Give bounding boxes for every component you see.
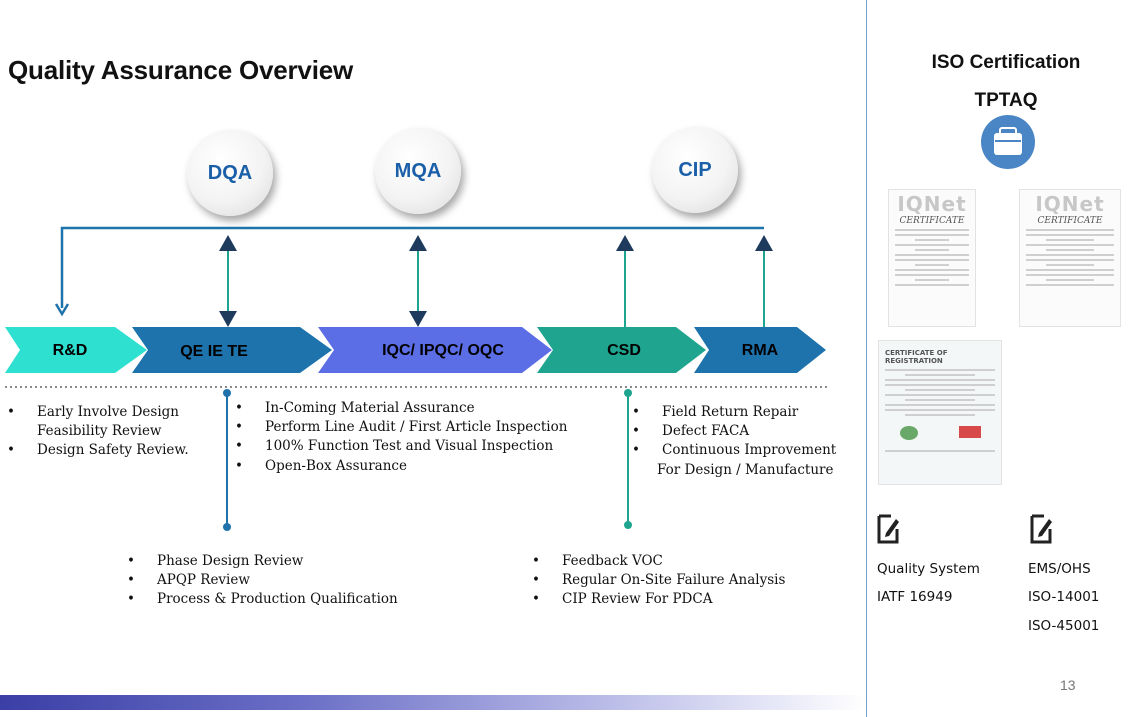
cip-list: Feedback VOC Regular On-Site Failure Ana… [532, 552, 785, 610]
list-item: Defect FACA [632, 422, 836, 441]
list-item: Continuous Improvement For Design / Manu… [632, 441, 836, 479]
chevron-rd [5, 327, 147, 373]
csd-list: Field Return Repair Defect FACA Continuo… [632, 403, 836, 480]
footer-gradient-bar [0, 695, 866, 710]
dqa-drop-dot [223, 389, 231, 397]
feedback-line [60, 226, 764, 308]
list-item: Early Involve Design Feasibility Review [7, 403, 189, 441]
cip-circle: CIP [652, 127, 738, 213]
list-item: In-Coming Material Assurance [235, 399, 567, 418]
dqa-drop-dot [223, 523, 231, 531]
chevron-iqc [318, 327, 552, 373]
up-arrow-icon [616, 235, 634, 251]
mqa-label: MQA [394, 159, 442, 182]
iso-subtitle: TPTAQ [974, 90, 1038, 111]
iso-title: ISO Certification [931, 52, 1081, 73]
iso14001-label: ISO-14001 [1028, 589, 1100, 605]
up-arrow-icon [755, 235, 773, 251]
cip-drop-dot [624, 389, 632, 397]
page-number: 13 [1060, 677, 1076, 693]
edit-document-icon [1029, 513, 1053, 550]
chevron-qe-label: QE IE TE [180, 343, 248, 360]
registration-certificate-image: CERTIFICATE OF REGISTRATION [878, 340, 1002, 485]
rd-list: Early Involve Design Feasibility Review … [7, 403, 189, 461]
list-item: Feedback VOC [532, 552, 785, 571]
chevron-rma [694, 327, 826, 373]
iqnet-certificate-image: IQNet CERTIFICATE [888, 189, 976, 327]
chevron-qe [132, 327, 332, 373]
iso45001-label: ISO-45001 [1028, 618, 1100, 634]
up-arrow-icon [409, 235, 427, 251]
list-item: APQP Review [127, 571, 398, 590]
process-flow-diagram: R&D QE IE TE IQC/ IPQC/ OQC CSD RMA [5, 226, 828, 531]
cip-drop-dot [624, 521, 632, 529]
list-item: Regular On-Site Failure Analysis [532, 571, 785, 590]
quality-system-label: Quality System [877, 561, 980, 577]
mqa-list: In-Coming Material Assurance Perform Lin… [235, 399, 567, 476]
panel-divider [866, 0, 867, 717]
down-arrow-icon [219, 311, 237, 327]
chevron-iqc-label: IQC/ IPQC/ OQC [382, 342, 504, 359]
iqnet-certificate-image: IQNet CERTIFICATE [1019, 189, 1121, 327]
chevron-rd-label: R&D [53, 342, 88, 359]
cip-label: CIP [678, 158, 712, 181]
page-title: Quality Assurance Overview [8, 55, 354, 85]
ems-ohs-label: EMS/OHS [1028, 561, 1091, 577]
list-item: Phase Design Review [127, 552, 398, 571]
list-item: 100% Function Test and Visual Inspection [235, 437, 567, 456]
iatf-label: IATF 16949 [877, 589, 953, 605]
chevron-csd [537, 327, 706, 373]
chevron-csd-label: CSD [607, 342, 641, 359]
dqa-list: Phase Design Review APQP Review Process … [127, 552, 398, 610]
list-item: CIP Review For PDCA [532, 590, 785, 609]
list-item: Design Safety Review. [7, 441, 189, 460]
dqa-label: DQA [207, 161, 253, 184]
mqa-circle: MQA [375, 128, 461, 214]
dqa-circle: DQA [187, 130, 273, 216]
down-arrow-icon [409, 311, 427, 327]
feedback-arrow-icon [54, 303, 70, 317]
briefcase-icon [981, 115, 1035, 169]
edit-document-icon [876, 513, 900, 550]
list-item: Process & Production Qualification [127, 590, 398, 609]
chevron-rma-label: RMA [742, 342, 779, 359]
list-item: Field Return Repair [632, 403, 836, 422]
list-item: Perform Line Audit / First Article Inspe… [235, 418, 567, 437]
up-arrow-icon [219, 235, 237, 251]
list-item: Open-Box Assurance [235, 457, 567, 476]
